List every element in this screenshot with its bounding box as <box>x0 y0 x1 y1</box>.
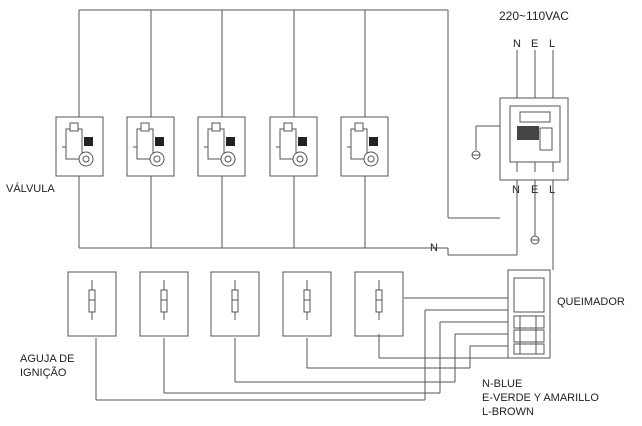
legend-neutral: N-BLUE <box>482 378 523 390</box>
ground-icon <box>530 235 540 245</box>
legend-earth: E-VERDE Y AMARILLO <box>482 392 599 404</box>
valve-1 <box>55 116 104 177</box>
ignition-needle-1 <box>67 271 117 337</box>
lower-n-label: N <box>512 184 520 196</box>
supply-voltage-label: 220~110VAC <box>499 9 569 23</box>
ignition-needle-4 <box>282 271 332 337</box>
lower-l-label: L <box>549 184 556 196</box>
supply-l-label: L <box>549 38 556 50</box>
needle-label-line2: IGNIÇÃO <box>20 367 67 379</box>
ignition-needle-5 <box>354 271 404 337</box>
valve-4 <box>269 116 318 177</box>
burner-label: QUEIMADOR <box>557 296 625 308</box>
needle-label-line1: AGUJA DE <box>20 353 75 365</box>
terminal-block-body <box>517 126 539 140</box>
ignition-needle-2 <box>139 271 189 337</box>
needle-group <box>67 271 404 337</box>
ignition-needle-3 <box>210 271 260 337</box>
valve-label: VÁLVULA <box>6 183 55 195</box>
ground-icon <box>471 150 481 160</box>
needle-wiring <box>95 297 508 401</box>
neutral-bus-label: N <box>430 242 438 254</box>
valve-3 <box>197 116 246 177</box>
supply-e-label: E <box>531 38 539 50</box>
supply-block <box>471 50 569 270</box>
lower-e-label: E <box>531 184 539 196</box>
legend-line: L-BROWN <box>482 406 534 418</box>
burner-controller <box>507 269 551 359</box>
valve-group <box>55 116 389 177</box>
valve-2 <box>126 116 175 177</box>
valve-5 <box>340 116 389 177</box>
supply-n-label: N <box>513 38 521 50</box>
